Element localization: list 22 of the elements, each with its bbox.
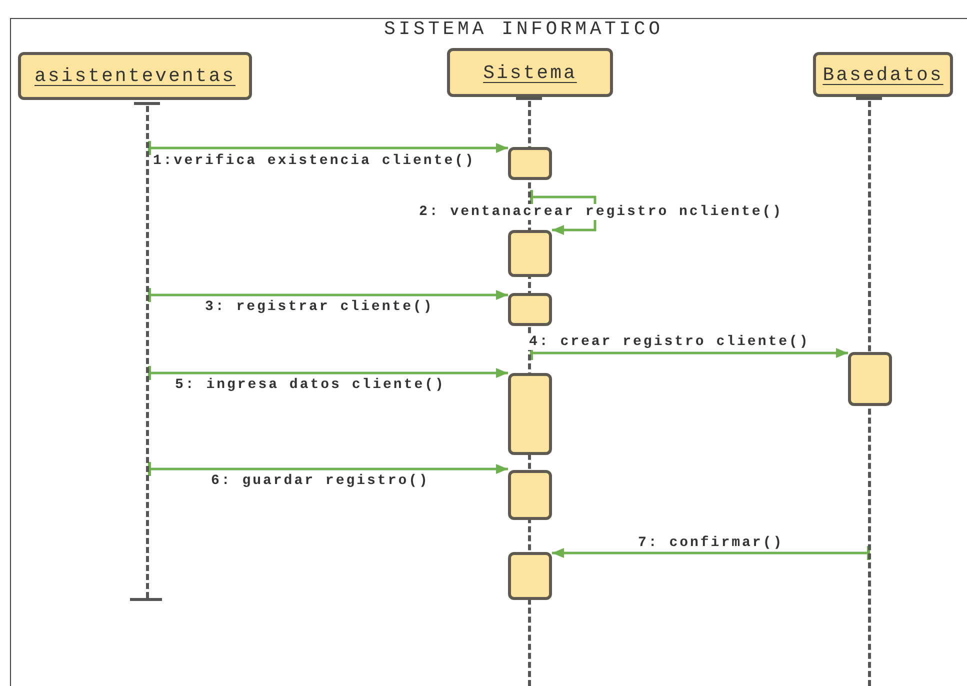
activation-box bbox=[508, 230, 552, 277]
message-arrow bbox=[148, 288, 508, 302]
message-arrow bbox=[148, 366, 508, 380]
activation-box bbox=[508, 373, 552, 455]
activation-box bbox=[848, 352, 892, 406]
message-arrow bbox=[148, 462, 508, 476]
participant-name: Sistema bbox=[483, 62, 577, 84]
activation-box bbox=[508, 293, 552, 326]
message-arrow bbox=[530, 346, 848, 360]
diagram-title: SISTEMA INFORMATICO bbox=[384, 18, 664, 40]
message-arrow bbox=[148, 141, 508, 155]
message-arrow bbox=[552, 546, 870, 560]
activation-box bbox=[508, 147, 552, 180]
participant-box bbox=[18, 52, 252, 100]
participant-box bbox=[447, 48, 613, 97]
lifeline bbox=[146, 106, 150, 598]
participant-name: Basedatos bbox=[822, 64, 944, 86]
message-arrow bbox=[530, 190, 596, 235]
activation-box bbox=[508, 470, 552, 520]
participant-box bbox=[813, 52, 953, 97]
participant-name: asistenteventas bbox=[34, 65, 236, 87]
activation-box bbox=[508, 552, 552, 600]
